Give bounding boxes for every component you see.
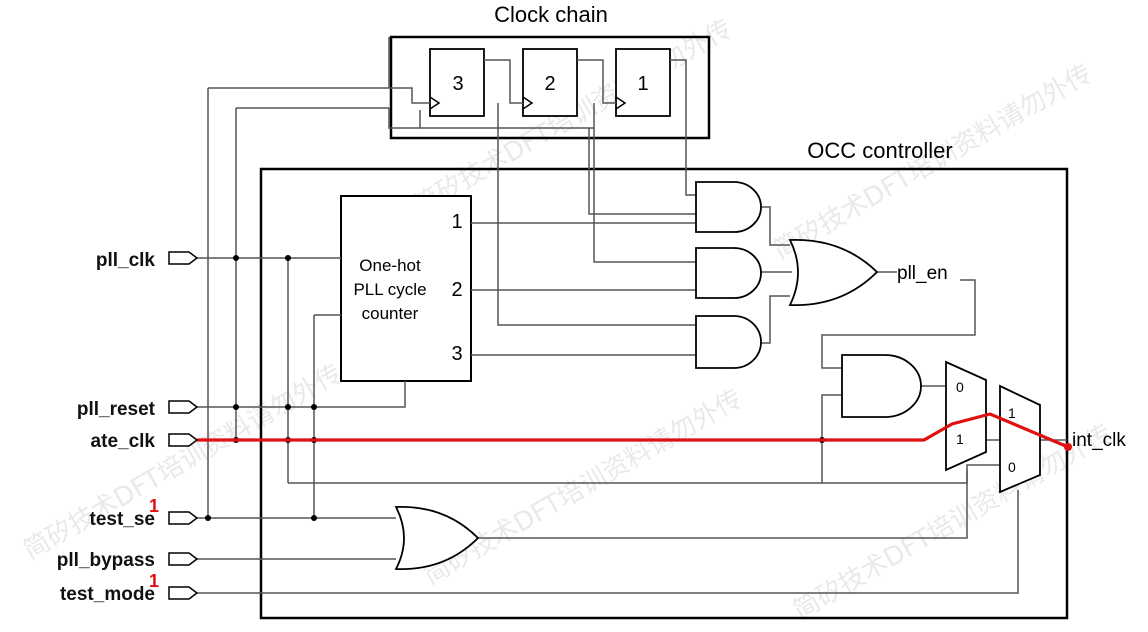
watermark-text: 简矽技术DFT培训资料请勿外传 [419, 384, 748, 591]
signal-int-clk: int_clk [1072, 430, 1126, 451]
and-gate-4 [841, 354, 922, 418]
or-gate-1 [788, 239, 879, 306]
path-end-dot [1064, 443, 1072, 451]
signal-pll-en: pll_en [897, 263, 948, 284]
clock-chain-title: Clock chain [494, 2, 608, 27]
ff-label: 3 [452, 73, 463, 95]
signal-pll-reset: pll_reset [77, 399, 156, 420]
and-gate-2 [695, 247, 762, 299]
and-gate-1 [695, 181, 762, 233]
flip-flop-3: 3 [429, 48, 485, 117]
occ-controller-box [259, 167, 1069, 620]
port-pll-reset [168, 400, 199, 414]
mux-2: 1 0 [999, 384, 1041, 494]
port-test-mode [168, 586, 199, 600]
counter-out-1: 1 [451, 211, 462, 233]
pll-cycle-counter: One-hot PLL cycle counter 1 2 3 [340, 195, 472, 382]
counter-out-3: 3 [451, 343, 462, 365]
ff-label: 1 [637, 73, 648, 95]
mux-1: 0 1 [945, 360, 987, 472]
counter-out-2: 2 [451, 279, 462, 301]
counter-text-1: One-hot [359, 256, 421, 275]
counter-text-3: counter [362, 304, 419, 323]
port-pll-bypass [168, 552, 199, 566]
ff-label: 2 [544, 73, 555, 95]
signal-ate-clk: ate_clk [91, 431, 156, 452]
signal-test-mode: test_mode [60, 584, 155, 605]
highlighted-clock-path [197, 412, 1069, 449]
flip-flop-1: 1 [615, 48, 671, 117]
and-gate-3 [695, 315, 762, 369]
flip-flop-2: 2 [522, 48, 578, 117]
mux1-in1: 1 [956, 431, 964, 447]
port-pll-clk [168, 251, 199, 265]
counter-text-2: PLL cycle [353, 280, 426, 299]
port-test-se [168, 511, 199, 525]
or-gate-2 [394, 506, 480, 570]
test-se-annotation: 1 [149, 496, 159, 516]
signal-pll-bypass: pll_bypass [57, 550, 155, 571]
occ-controller-title: OCC controller [807, 138, 952, 163]
input-ports [168, 251, 199, 600]
watermark-text: 简矽技术DFT培训资料请勿外传 [409, 14, 738, 221]
mux1-in0: 0 [956, 379, 964, 395]
wires [197, 37, 1067, 594]
signal-test-se: test_se [90, 509, 156, 530]
test-mode-annotation: 1 [149, 571, 159, 591]
watermark-text: 简矽技术DFT培训资料请勿外传 [19, 359, 348, 566]
port-ate-clk [168, 433, 199, 447]
mux2-in0: 0 [1008, 459, 1016, 475]
signal-pll-clk: pll_clk [96, 250, 156, 271]
mux2-in1: 1 [1008, 405, 1016, 421]
